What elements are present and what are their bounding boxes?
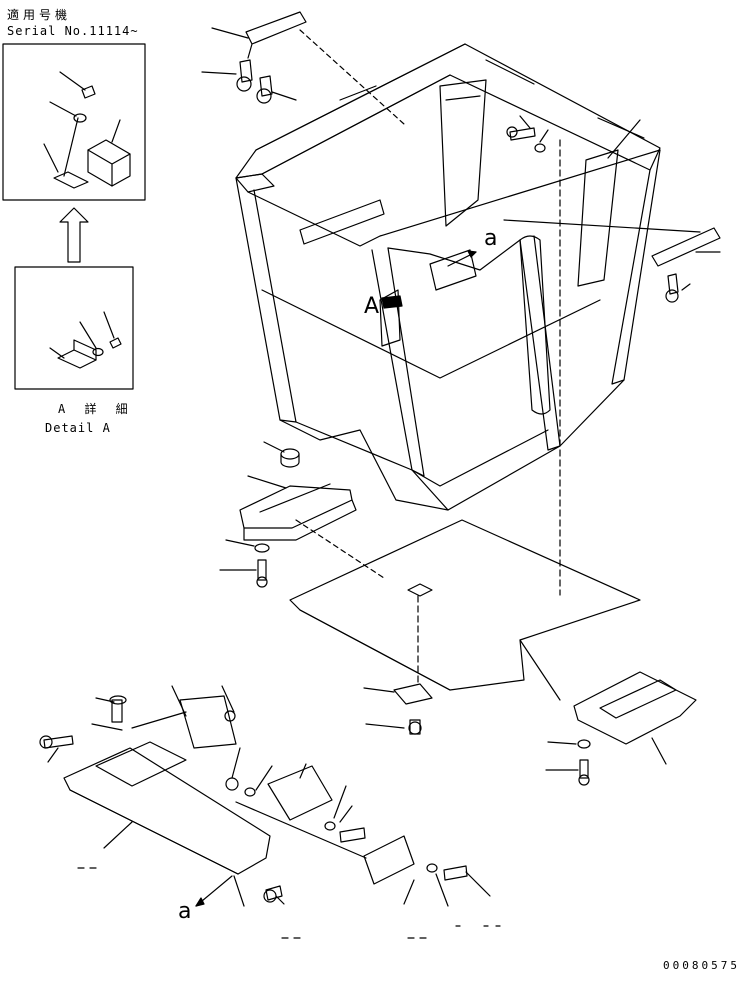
- arrow-a-marker-bottom: a: [178, 899, 193, 924]
- leader-lines: [340, 60, 644, 158]
- serial-range-label-jp: 適用号機: [7, 8, 72, 22]
- bottom-cover-assembly: [40, 686, 490, 906]
- side-bolt: [507, 127, 560, 595]
- floor-mat: [290, 520, 640, 690]
- serial-range-label: Serial No.11114~: [7, 24, 139, 38]
- cab-frame: [236, 44, 700, 510]
- detail-arrow: [60, 208, 88, 262]
- left-floor-panel: [220, 442, 384, 587]
- callout-dashes: [78, 868, 500, 938]
- serial-detail-box: [3, 44, 145, 200]
- roof-bracket: [202, 12, 404, 124]
- arrow-a-marker-top: a: [484, 226, 499, 251]
- right-rail-bracket: [652, 228, 720, 302]
- view-a-marker: A: [364, 294, 381, 319]
- direction-arrow-top: [382, 251, 476, 308]
- detail-a-label: Detail A: [45, 421, 111, 435]
- drawing-number: 00080575: [663, 959, 740, 972]
- right-step-cover: [520, 640, 696, 785]
- detail-a-label-jp: A 詳 細: [58, 402, 134, 416]
- floor-bracket: [364, 684, 432, 734]
- detail-a-box: [15, 267, 133, 389]
